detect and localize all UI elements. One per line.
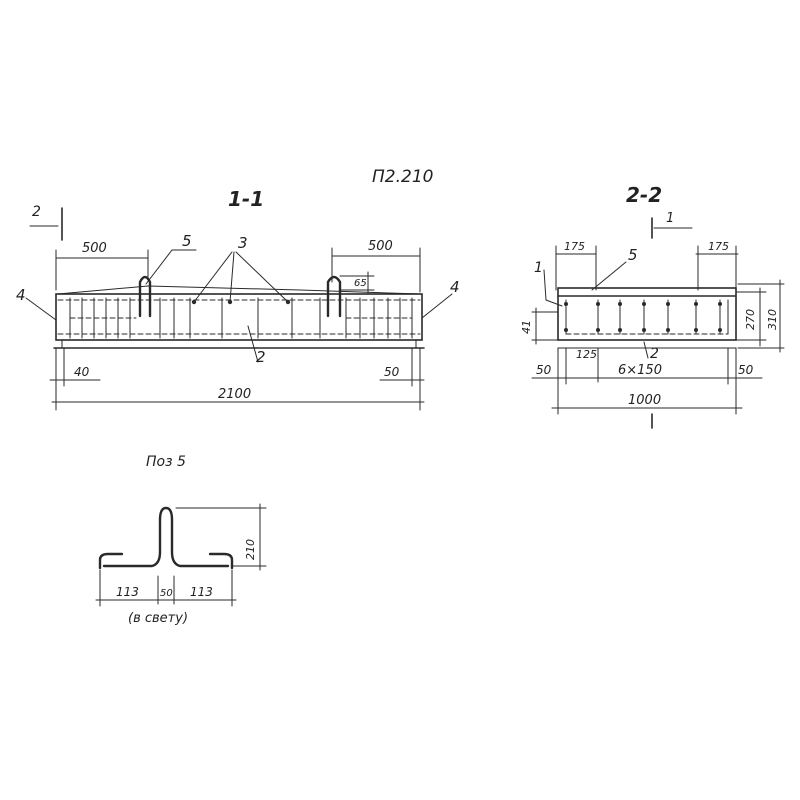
dim-top-right-label: 500 <box>368 239 393 254</box>
loop-shape <box>98 506 234 570</box>
callout-5: 5 <box>145 232 197 285</box>
section-1-1: 1-1 2 500 500 <box>16 187 460 411</box>
cut-mark-2-label: 2 <box>32 204 41 220</box>
dim-2-top-left-label: 175 <box>564 240 585 253</box>
detail-dim-right-label: 113 <box>190 585 213 599</box>
dim-bottom-left: 40 <box>49 347 101 411</box>
dim-2-top-right: 175 <box>695 240 739 291</box>
dim-bottom-right: 50 <box>379 347 425 411</box>
lifting-loop-left <box>138 275 152 318</box>
detail-dim-height: 210 <box>175 503 267 571</box>
callout-3: 3 <box>193 234 289 303</box>
lifting-loop-right <box>326 275 342 318</box>
cut-mark-2: 2 <box>29 204 63 241</box>
dim-2-total-label: 1000 <box>628 393 661 408</box>
dim-top-left-label: 500 <box>82 241 107 256</box>
detail-pos-5: Поз 5 210 113 50 113 (в свету) <box>95 454 267 626</box>
dim-2-spacing-first-label: 125 <box>576 348 597 361</box>
dim-2-bottom-right-label: 50 <box>738 363 754 377</box>
beam-body <box>53 285 425 349</box>
dim-2-bottom-left-label: 50 <box>536 363 552 377</box>
dim-bottom-left-label: 40 <box>74 365 90 379</box>
callout-5-label: 5 <box>182 232 192 250</box>
section-2-2: 2-2 1 175 175 <box>520 183 785 429</box>
dim-bottom-right-label: 50 <box>384 365 400 379</box>
callout-2-5-label: 5 <box>628 246 638 264</box>
dim-2-height-inner-label: 270 <box>744 309 757 330</box>
section-2-title: 2-2 <box>626 183 662 207</box>
cross-section-body <box>557 287 737 349</box>
section-1-title: 1-1 <box>228 187 264 211</box>
detail-title: Поз 5 <box>146 454 186 470</box>
dim-2-height-inner: 270 <box>735 287 767 347</box>
dim-2-left-side: 41 <box>520 307 559 345</box>
callout-4-right-label: 4 <box>450 278 460 296</box>
detail-note: (в свету) <box>128 611 188 626</box>
dim-2-top-left: 175 <box>555 240 597 291</box>
dim-hook-height: 65 <box>339 271 375 295</box>
callout-2-5: 5 <box>591 246 638 291</box>
detail-dim-left-label: 113 <box>116 585 139 599</box>
dim-2-bottom: 50 125 6×150 50 <box>531 347 763 415</box>
callout-4-left: 4 <box>16 286 57 321</box>
callout-2-1-label: 1 <box>534 260 543 276</box>
detail-dim-height-label: 210 <box>244 539 257 560</box>
dim-hook-height-label: 65 <box>354 278 367 289</box>
cut-mark-1-label: 1 <box>666 211 674 226</box>
dim-total-length-label: 2100 <box>218 387 251 402</box>
callout-3-label: 3 <box>238 234 248 252</box>
dim-2-left-side-label: 41 <box>520 320 533 334</box>
callout-2: 2 <box>247 325 266 366</box>
dim-2-height-total: 310 <box>737 279 785 353</box>
dim-total-length: 2100 <box>51 387 425 403</box>
callout-4-left-label: 4 <box>16 286 26 304</box>
callout-2-label: 2 <box>256 348 266 366</box>
dim-2-total: 1000 <box>551 393 743 429</box>
dim-2-height-total-label: 310 <box>766 309 779 330</box>
callout-2-1: 1 <box>534 260 563 307</box>
callout-2-2-label: 2 <box>650 346 659 362</box>
detail-dim-bottom: 113 50 113 (в свету) <box>95 569 237 626</box>
cut-mark-1: 1 <box>651 211 693 239</box>
sheet-code: П2.210 <box>372 167 433 187</box>
callout-2-2: 2 <box>643 341 659 362</box>
dim-top-right: 500 <box>331 239 421 293</box>
dim-2-spacing-label: 6×150 <box>618 363 662 378</box>
detail-dim-mid-label: 50 <box>160 588 173 599</box>
dim-top-left: 500 <box>55 241 149 291</box>
callout-4-right: 4 <box>421 278 460 319</box>
dim-2-top-right-label: 175 <box>708 240 729 253</box>
